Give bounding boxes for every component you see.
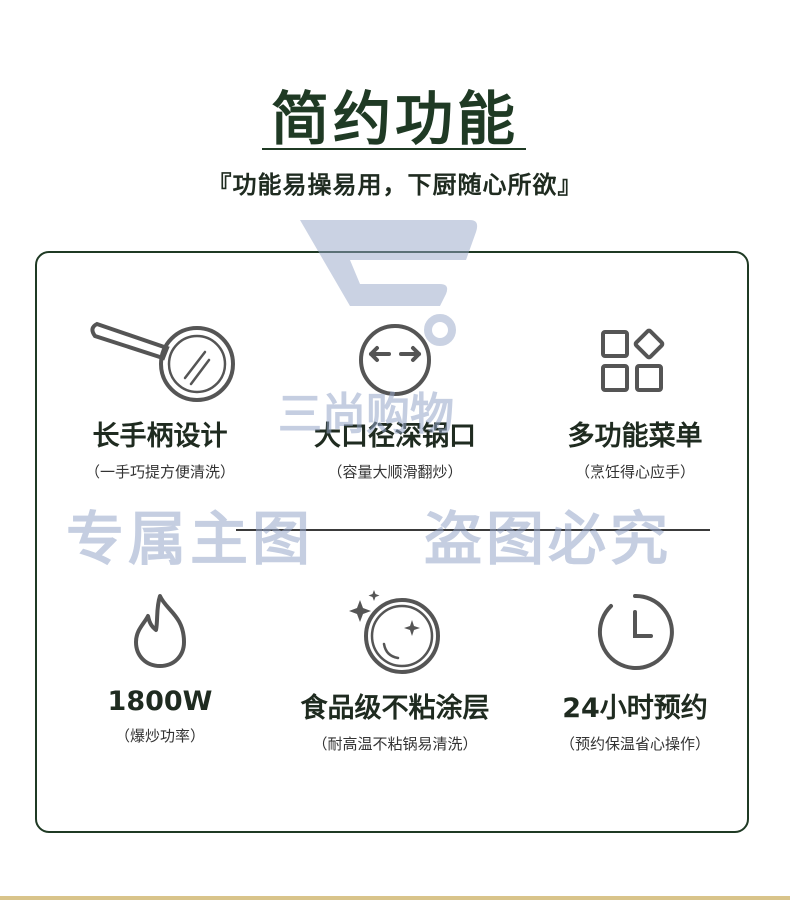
feature-desc: （烹饪得心应手） [574,463,695,481]
sparkle-pan-icon [349,590,440,674]
feature-name: 1800W [107,686,213,717]
feature-name: 多功能菜单 [567,421,703,452]
feature-desc: （一手巧提方便清洗） [84,463,235,481]
feature-menu: 多功能菜单 （烹饪得心应手） [515,314,755,482]
cart-watermark-icon [300,220,478,346]
long-handle-pan-icon [90,321,235,402]
feature-name: 食品级不粘涂层 [300,693,490,724]
bottom-accent-bar [0,896,790,900]
feature-desc: （耐高温不粘锅易清洗） [312,735,478,753]
wide-mouth-arrows-icon [359,324,431,396]
title-underline [262,148,526,150]
feature-name: 大口径深锅口 [314,421,476,452]
feature-schedule: 24小时预约 （预约保温省心操作） [515,586,755,754]
clock-icon [597,593,674,670]
feature-desc: （爆炒功率） [114,727,205,745]
page-title: 简约功能 [270,85,519,153]
flame-icon [134,594,186,668]
menu-grid-icon [601,328,665,392]
feature-long-handle: 长手柄设计 （一手巧提方便清洗） [40,314,280,482]
feature-name: 24小时预约 [562,693,708,724]
page-subtitle: 『功能易操易用，下厨随心所欲』 [207,171,583,199]
feature-desc: （预约保温省心操作） [559,735,710,753]
feature-name: 长手柄设计 [92,421,228,452]
feature-coating: 食品级不粘涂层 （耐高温不粘锅易清洗） [275,586,515,754]
feature-wide-mouth: 大口径深锅口 （容量大顺滑翻炒） [275,314,515,482]
feature-power: 1800W （爆炒功率） [40,586,280,746]
row-divider [236,529,710,531]
feature-desc: （容量大顺滑翻炒） [327,463,463,481]
